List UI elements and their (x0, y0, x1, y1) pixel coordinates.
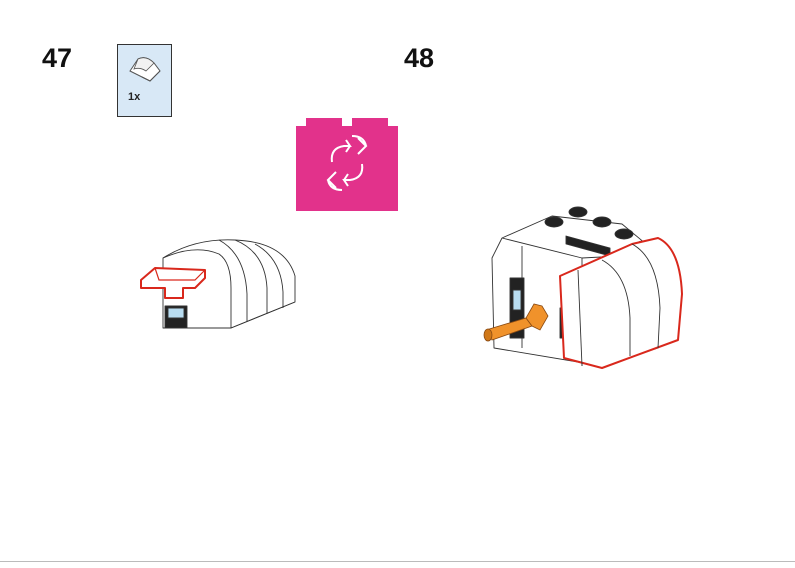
step-number-47: 47 (42, 45, 72, 72)
page-footer-divider (0, 561, 795, 562)
step-48-model-illustration (482, 198, 687, 370)
rotate-model-icon (296, 118, 398, 211)
parts-list-box: 1x (117, 44, 172, 117)
step-number-48: 48 (404, 45, 434, 72)
curved-slope-brick-icon (124, 51, 166, 89)
step-47-model-illustration (135, 232, 300, 332)
part-quantity: 1x (128, 91, 140, 103)
